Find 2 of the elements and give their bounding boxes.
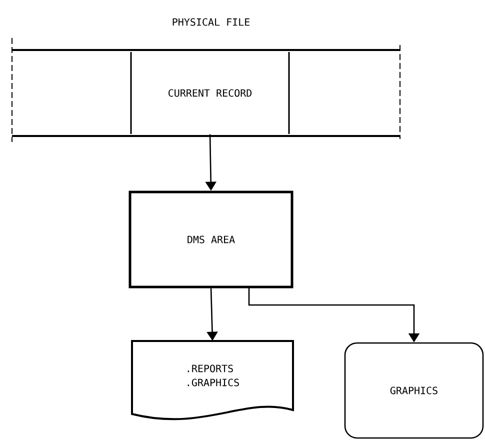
- process-box: DMS AREA: [128, 190, 294, 288]
- record-cell: CURRENT RECORD: [130, 52, 290, 134]
